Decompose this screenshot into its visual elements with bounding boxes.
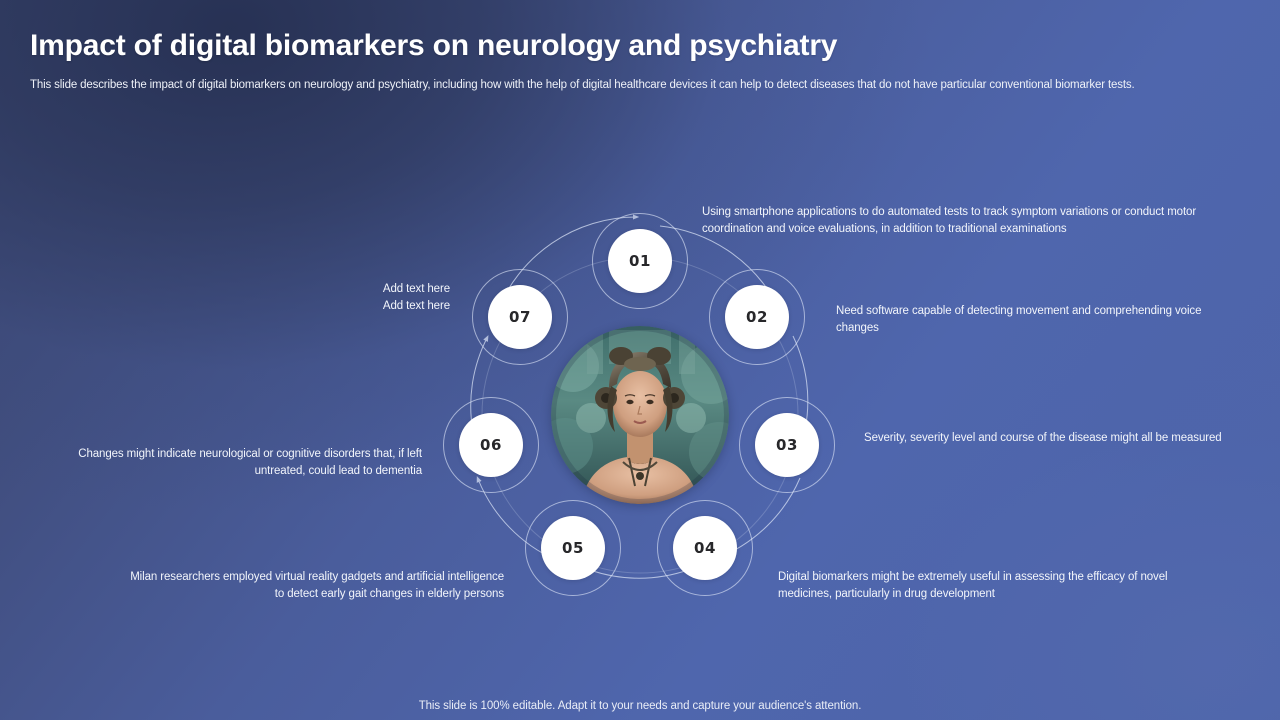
node-02[interactable]: 02: [709, 269, 805, 365]
callout-07-line-1: Add text here: [382, 283, 450, 295]
callout-04: Digital biomarkers might be extremely us…: [778, 571, 1168, 600]
node-04[interactable]: 04: [657, 500, 753, 596]
node-07-disc[interactable]: 07: [488, 285, 552, 349]
page-title: Impact of digital biomarkers on neurolog…: [30, 29, 838, 62]
node-03-disc[interactable]: 03: [755, 413, 819, 477]
node-05-number: 05: [561, 539, 585, 557]
callout-03: Severity, severity level and course of t…: [864, 432, 1222, 444]
node-07-number: 07: [508, 308, 532, 326]
node-02-number: 02: [745, 308, 769, 326]
callout-01: Using smartphone applications to do auto…: [702, 206, 1197, 235]
page-subtitle: This slide describes the impact of digit…: [30, 79, 1135, 91]
node-02-disc[interactable]: 02: [725, 285, 789, 349]
node-01-number: 01: [628, 252, 652, 270]
node-06-number: 06: [479, 436, 503, 454]
node-03-number: 03: [775, 436, 799, 454]
node-03[interactable]: 03: [739, 397, 835, 493]
center-image: [551, 326, 729, 504]
node-06[interactable]: 06: [443, 397, 539, 493]
circular-process-diagram: 01 02 03 04 05 06: [0, 130, 1280, 650]
node-06-disc[interactable]: 06: [459, 413, 523, 477]
callout-05: Milan researchers employed virtual reali…: [130, 571, 504, 600]
callout-06: Changes might indicate neurological or c…: [78, 448, 422, 477]
callout-07-line-2: Add text here: [382, 299, 450, 312]
node-07[interactable]: 07: [472, 269, 568, 365]
footer-note: This slide is 100% editable. Adapt it to…: [418, 700, 862, 712]
node-04-number: 04: [693, 539, 717, 557]
callout-02: Need software capable of detecting movem…: [836, 305, 1202, 334]
callout-07: Add text here Add text here: [308, 281, 450, 314]
node-05-disc[interactable]: 05: [541, 516, 605, 580]
node-05[interactable]: 05: [525, 500, 621, 596]
cyborg-woman-photo: [551, 326, 729, 504]
node-01[interactable]: 01: [592, 213, 688, 309]
node-04-disc[interactable]: 04: [673, 516, 737, 580]
node-01-disc[interactable]: 01: [608, 229, 672, 293]
